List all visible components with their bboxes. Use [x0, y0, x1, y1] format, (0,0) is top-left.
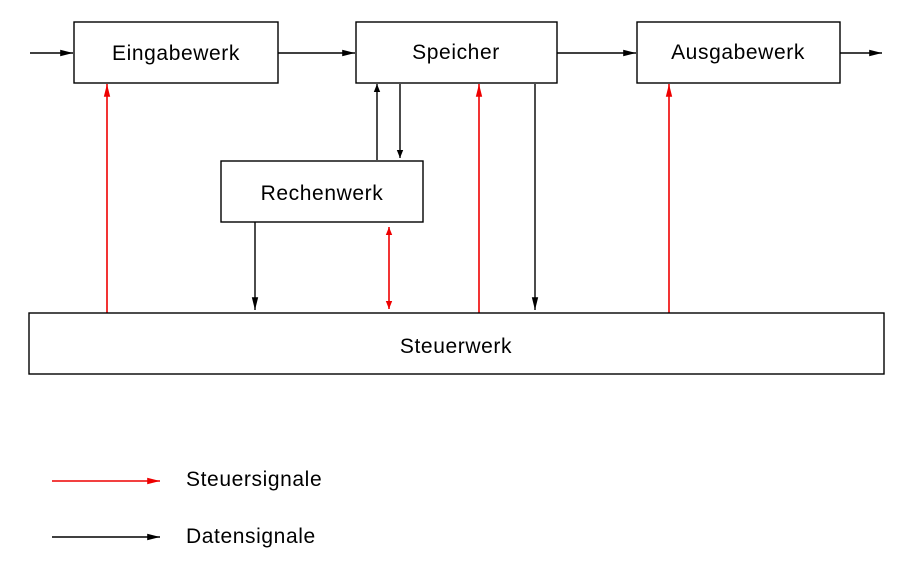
legend-control-signals-label: Steuersignale — [186, 468, 322, 491]
alu-box: Rechenwerk — [220, 160, 424, 223]
memory-label: Speicher — [412, 41, 500, 64]
memory-box: Speicher — [355, 21, 558, 84]
legend: Steuersignale Datensignale — [52, 468, 322, 548]
input-unit-label: Eingabewerk — [112, 42, 240, 65]
legend-data-signals-label: Datensignale — [186, 525, 316, 548]
input-unit-box: Eingabewerk — [73, 21, 279, 84]
control-unit-label: Steuerwerk — [400, 335, 512, 358]
alu-label: Rechenwerk — [261, 182, 384, 205]
control-unit-box: Steuerwerk — [28, 312, 885, 375]
output-unit-label: Ausgabewerk — [671, 41, 805, 64]
output-unit-box: Ausgabewerk — [636, 21, 841, 84]
